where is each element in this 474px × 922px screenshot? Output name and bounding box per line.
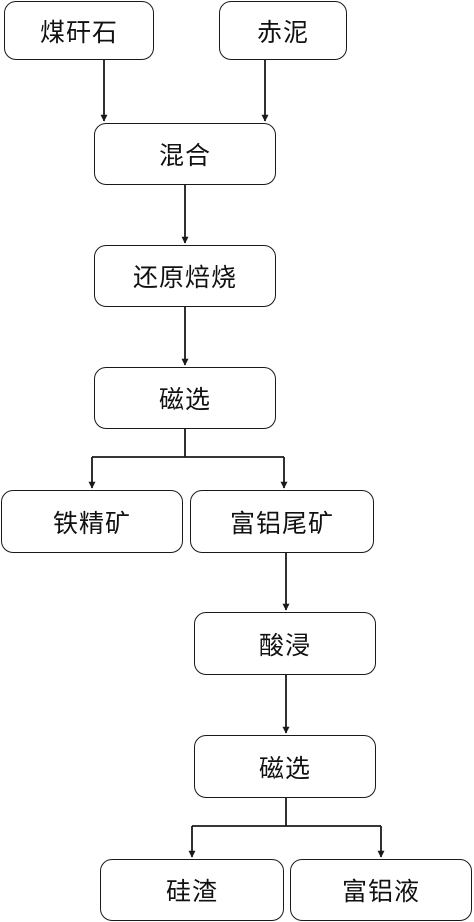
node-label: 还原焙烧	[132, 263, 237, 292]
node-silicon-slag: 硅渣	[100, 859, 284, 921]
node-red-mud: 赤泥	[219, 1, 347, 60]
node-magnetic-separation-1: 磁选	[94, 367, 276, 429]
node-label: 酸浸	[258, 630, 311, 660]
node-label: 磁选	[258, 753, 311, 783]
node-reduction-roasting: 还原焙烧	[94, 245, 276, 307]
node-label: 铁精矿	[52, 508, 131, 538]
node-label: 磁选	[158, 385, 211, 414]
node-aluminum-rich-tailings: 富铝尾矿	[190, 490, 374, 553]
node-aluminum-rich-liquid: 富铝液	[290, 859, 472, 921]
node-label: 赤泥	[256, 17, 309, 47]
node-iron-concentrate: 铁精矿	[1, 490, 183, 553]
node-magnetic-separation-2: 磁选	[194, 735, 376, 798]
node-mixing: 混合	[94, 123, 276, 185]
node-label: 煤矸石	[39, 17, 118, 47]
node-coal-gangue: 煤矸石	[4, 1, 154, 60]
node-label: 富铝液	[341, 877, 420, 906]
node-label: 混合	[158, 141, 211, 170]
node-acid-leaching: 酸浸	[194, 612, 376, 675]
node-label: 硅渣	[165, 877, 218, 906]
node-label: 富铝尾矿	[229, 508, 334, 538]
